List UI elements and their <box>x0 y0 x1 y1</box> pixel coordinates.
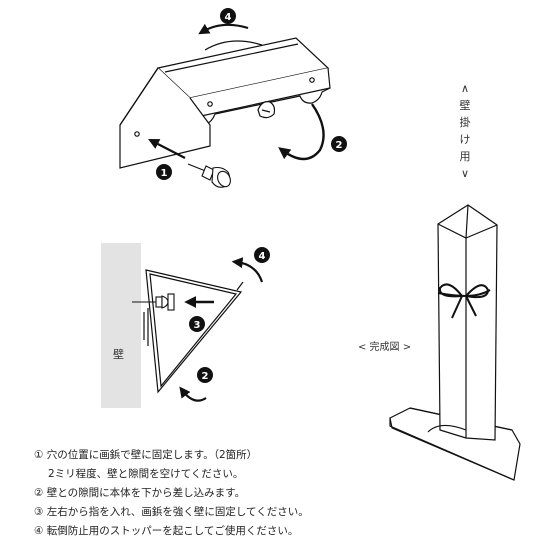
svg-text:2: 2 <box>336 140 343 151</box>
arrow-2-top <box>278 103 325 161</box>
arrow-4-top <box>198 23 249 35</box>
step-marker-2-top: 2 <box>331 136 347 152</box>
instruction-line-1-sub: 2ミリ程度、壁と隙間を空けてください。 <box>48 468 244 480</box>
arrow-1-top <box>148 138 186 159</box>
svg-text:2: 2 <box>202 371 209 382</box>
step-marker-1-top: 1 <box>156 164 172 180</box>
step-marker-3-side: 3 <box>189 316 205 332</box>
side-section-illustration <box>143 269 244 394</box>
wall-mount-label: ∧ 壁 掛 け 用 ∨ <box>456 80 474 182</box>
bow-icon <box>437 283 491 319</box>
instruction-line-4: ④ 転倒防止用のストッパーを起こしてご使用ください。 <box>34 525 299 537</box>
svg-text:3: 3 <box>194 320 201 331</box>
step-marker-4-top: 4 <box>220 8 236 24</box>
step-marker-4-side: 4 <box>254 247 270 263</box>
wall-mount-label-text: ∧ 壁 掛 け 用 ∨ <box>459 82 471 180</box>
svg-text:4: 4 <box>225 12 232 23</box>
step-marker-2-side: 2 <box>197 367 213 383</box>
pushpin-icon <box>187 163 231 188</box>
instruction-line-3: ③ 左右から指を入れ、画鋲を強く壁に固定してください。 <box>34 506 309 518</box>
instruction-line-2: ② 壁との隙間に本体を下から差し込みます。 <box>34 487 246 499</box>
top-holder-illustration <box>119 37 331 169</box>
side-pushpin-icon <box>132 293 175 311</box>
arrow-2-side <box>179 386 207 402</box>
completed-view-illustration <box>389 204 521 481</box>
wall-label: 壁 <box>113 348 124 361</box>
svg-text:4: 4 <box>259 251 266 262</box>
completed-caption: < 完成図 > <box>358 342 412 353</box>
instruction-list: ① 穴の位置に画鋲で壁に固定します。（2箇所） 2ミリ程度、壁と隙間を空けてくだ… <box>34 446 534 541</box>
svg-text:1: 1 <box>161 168 168 179</box>
arrow-4-side <box>231 257 264 283</box>
instruction-line-1: ① 穴の位置に画鋲で壁に固定します。（2箇所） <box>34 449 258 461</box>
wall-block <box>101 243 141 408</box>
